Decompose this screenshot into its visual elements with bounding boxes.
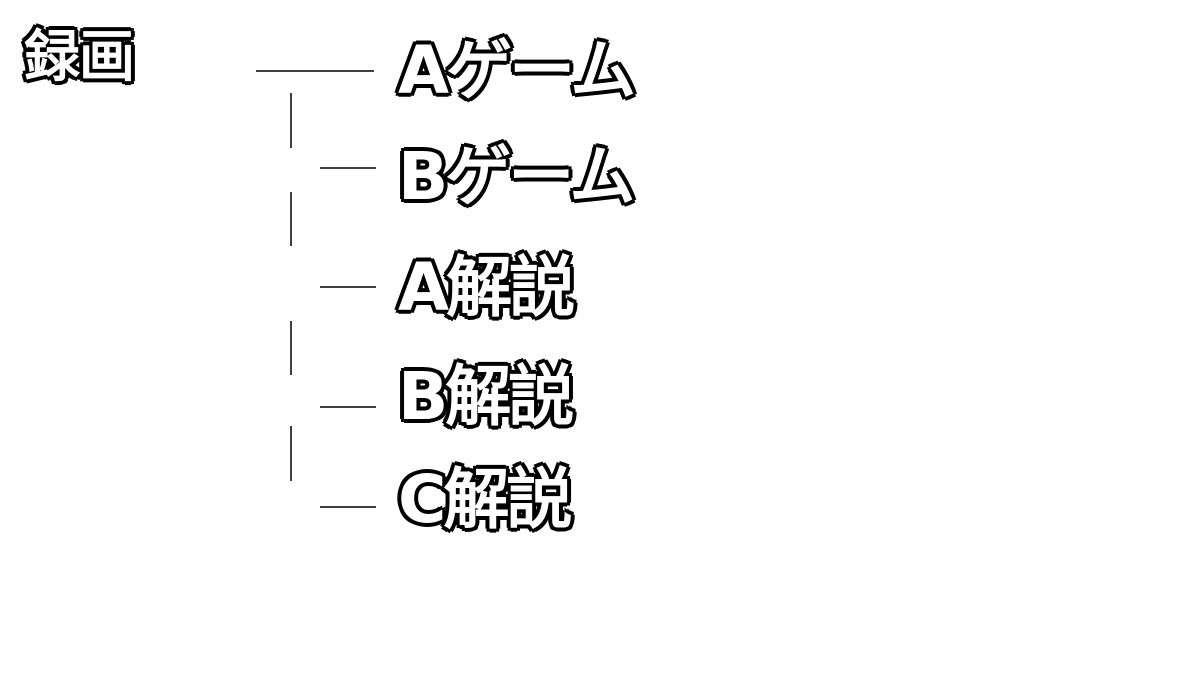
child-node-label: Bゲーム: [398, 138, 635, 215]
child-node-label: C解説: [398, 461, 572, 538]
child-node-label: Aゲーム: [398, 32, 636, 109]
child-node-label: B解説: [398, 358, 574, 435]
root-node-label: 録画: [24, 25, 135, 90]
child-node-label: A解説: [398, 249, 575, 326]
